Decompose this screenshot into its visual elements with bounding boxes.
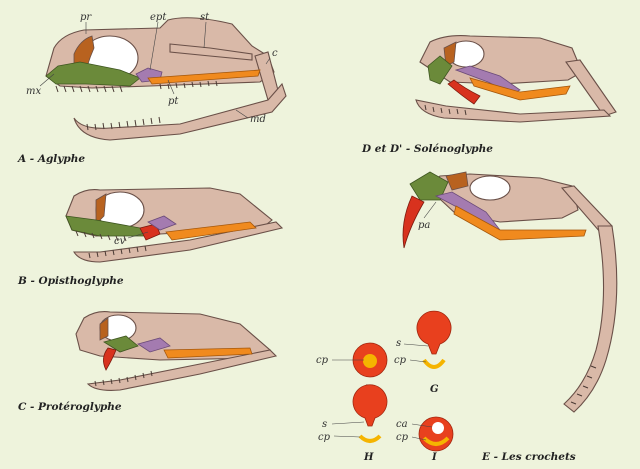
skull-d2-orbit — [469, 175, 511, 201]
section-h-letter: H — [363, 452, 374, 463]
section-g-letter: G — [430, 384, 439, 395]
label-g-s: s — [396, 338, 401, 349]
skull-b-upper-teeth — [75, 230, 127, 242]
label-mx: mx — [26, 86, 41, 97]
fang-sections: cp F s cp G s cp H — [316, 310, 576, 463]
skull-d-mandible — [415, 99, 612, 123]
skull-c-maxilla — [103, 335, 139, 353]
skull-b-prefrontal — [95, 193, 107, 225]
skull-d2-pterygoid — [453, 205, 587, 241]
skull-d2-erect-fang — [402, 195, 425, 249]
section-h-canal — [358, 434, 382, 443]
skull-b-pterygoid — [165, 221, 257, 241]
skull-c-ectopterygoid — [137, 337, 171, 353]
caption-e: E - Les crochets — [481, 451, 576, 463]
label-pa: pa — [418, 220, 430, 231]
caption-b: B - Opisthoglyphe — [17, 275, 124, 287]
label-cv: cv — [114, 236, 126, 247]
skull-d-ectopterygoid — [454, 65, 521, 95]
skull-d-folded-fang — [447, 79, 481, 105]
skull-b-lower-teeth — [88, 245, 147, 259]
label-i-ca: ca — [396, 419, 408, 430]
skull-c-pterygoid — [163, 347, 253, 359]
skull-b: cv B - Opisthoglyphe — [17, 187, 284, 287]
skull-d-pterygoid — [469, 77, 571, 101]
section-f-canal — [363, 354, 377, 368]
section-h: s cp H — [318, 384, 388, 463]
section-i-central-canal — [432, 422, 444, 434]
section-h-wall — [352, 384, 388, 427]
skull-c: C - Protéroglyphe — [18, 311, 278, 413]
section-g-canal — [422, 358, 446, 369]
section-g-wall — [416, 310, 452, 355]
skull-c-lower-teeth — [94, 370, 153, 387]
skull-d-lower-teeth — [424, 104, 467, 116]
label-c: c — [272, 48, 278, 59]
section-g: s cp G — [394, 310, 452, 395]
skull-c-prefrontal — [99, 317, 109, 341]
skull-d: D et D' - Solénoglyphe — [361, 35, 617, 155]
caption-a: A - Aglyphe — [17, 153, 85, 165]
skull-c-front-fang — [103, 347, 117, 371]
label-h-cp: cp — [318, 432, 331, 443]
label-h-s: s — [322, 419, 327, 430]
label-ept: ept — [150, 12, 167, 23]
label-md: md — [250, 114, 266, 125]
label-f-cp: cp — [316, 355, 329, 366]
skull-d-maxilla — [427, 55, 453, 85]
skull-d-quadrate — [565, 59, 617, 117]
skull-a: pr ept st c mx pt md A - Aglyphe — [17, 12, 287, 165]
caption-d: D et D' - Solénoglyphe — [361, 143, 493, 155]
skull-a-upper-teeth — [55, 80, 218, 93]
label-pr: pr — [80, 12, 92, 23]
section-i-letter: I — [431, 452, 437, 463]
label-i-cp: cp — [396, 432, 409, 443]
skull-d2-maxilla — [409, 171, 449, 201]
skull-a-mandible — [73, 82, 287, 141]
skull-b-rear-fang — [139, 223, 161, 241]
skull-d-prime: pa — [402, 171, 618, 413]
section-i: ca cp I — [396, 416, 454, 463]
skull-d2-prefrontal — [445, 171, 469, 191]
skull-d2-mandible — [563, 225, 618, 413]
skull-a-pterygoid — [147, 69, 261, 85]
skull-c-mandible — [86, 349, 278, 391]
skull-a-lower-teeth — [86, 116, 161, 131]
label-pt: pt — [168, 96, 179, 107]
skull-b-ectopterygoid — [147, 215, 177, 231]
label-st: st — [200, 12, 210, 23]
skull-d2-lower-teeth — [570, 365, 597, 405]
skull-a-supratemporal — [169, 43, 253, 61]
caption-c: C - Protéroglyphe — [18, 401, 122, 413]
label-g-cp: cp — [394, 355, 407, 366]
